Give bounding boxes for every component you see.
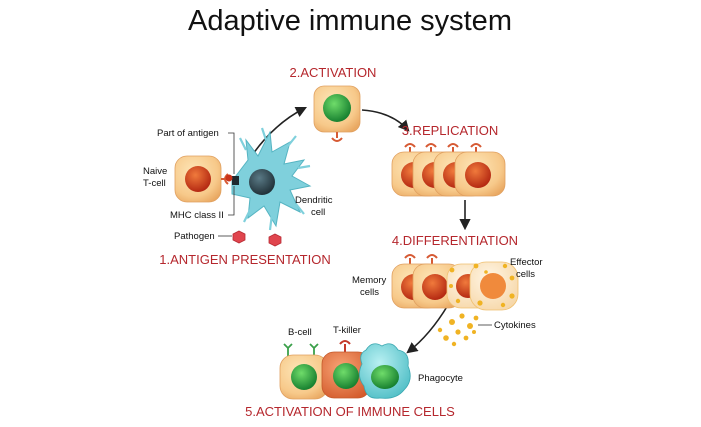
arrow-activation-to-replication xyxy=(361,109,410,132)
dendritic-cell-label-line2: cell xyxy=(311,207,325,218)
replicating-t-cells xyxy=(391,143,506,197)
mhc-class-ii-label: MHC class II xyxy=(170,210,224,221)
memory-cells-label-line2: cells xyxy=(360,287,379,298)
b-cell-label: B-cell xyxy=(288,327,312,338)
naive-t-cell-label-line2: T-cell xyxy=(143,178,166,189)
part-of-antigen-leader xyxy=(228,132,235,174)
pathogen-label: Pathogen xyxy=(174,231,215,242)
dendritic-cell xyxy=(225,127,312,231)
activated-t-cell xyxy=(313,85,361,142)
t-killer-cell xyxy=(321,340,371,399)
phagocyte-label: Phagocyte xyxy=(418,373,463,384)
phagocyte-cell xyxy=(359,343,411,399)
mhc-class-ii-leader xyxy=(228,186,235,216)
step-activation-immune-label: 5.ACTIVATION OF IMMUNE CELLS xyxy=(245,404,455,419)
diagram-title: Adaptive immune system xyxy=(188,5,512,37)
step-antigen-presentation-label: 1.ANTIGEN PRESENTATION xyxy=(159,252,330,267)
effector-cells-label-line2: cells xyxy=(516,269,535,280)
step-activation-label: 2.ACTIVATION xyxy=(290,65,377,80)
cytokines-label: Cytokines xyxy=(494,320,536,331)
effector-cells xyxy=(446,261,519,311)
t-killer-label: T-killer xyxy=(333,325,361,336)
part-of-antigen-label: Part of antigen xyxy=(157,128,219,139)
pathogen-icons xyxy=(232,230,282,247)
naive-t-cell xyxy=(174,155,229,203)
memory-cells xyxy=(391,254,462,309)
step-replication-label: 3.REPLICATION xyxy=(402,123,499,138)
effector-cells-label-line1: Effector xyxy=(510,257,543,268)
cytokine-dots xyxy=(437,313,479,347)
step-differentiation-label: 4.DIFFERENTIATION xyxy=(392,233,518,248)
memory-cells-label-line1: Memory xyxy=(352,275,387,286)
naive-t-cell-label-line1: Naive xyxy=(143,166,167,177)
dendritic-cell-label-line1: Dendritic xyxy=(295,195,333,206)
b-cell xyxy=(279,343,329,400)
arrow-differentiation-to-immune-cells xyxy=(406,304,449,354)
